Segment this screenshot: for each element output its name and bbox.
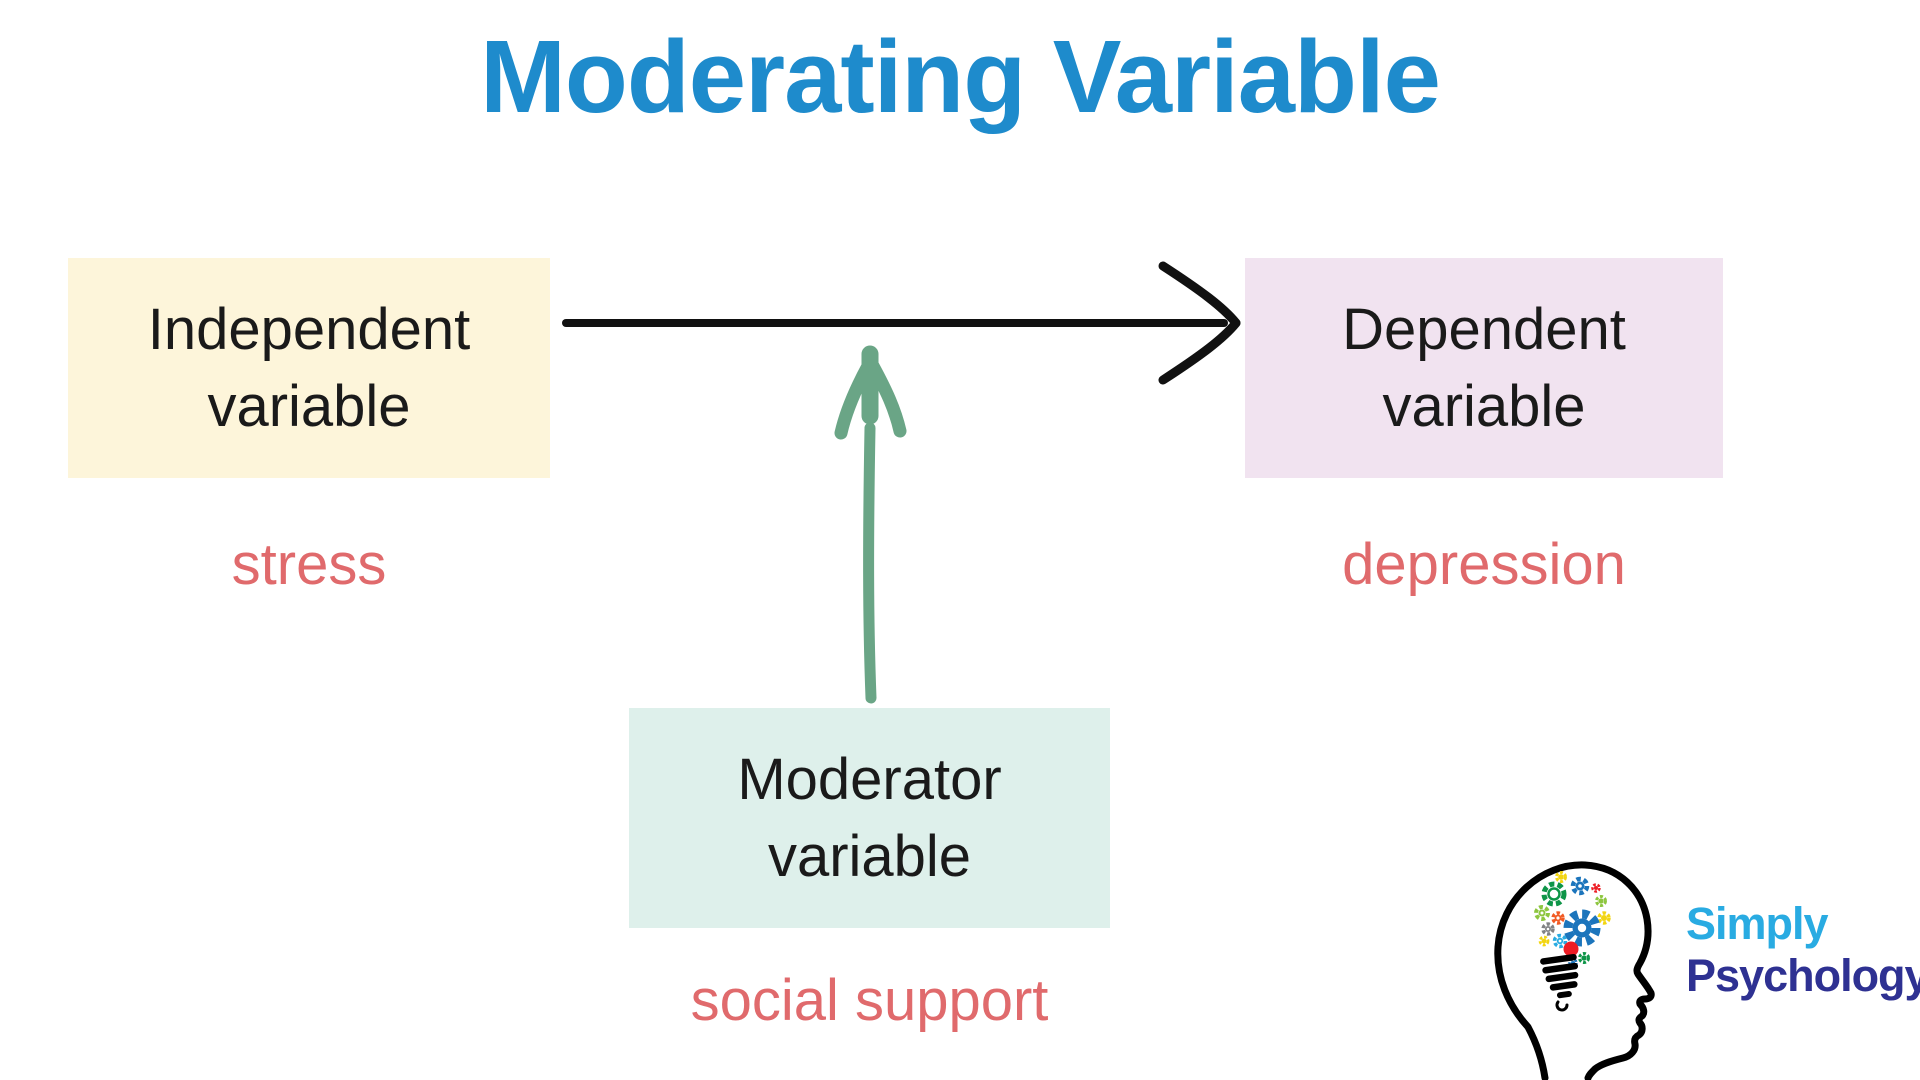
head-gears-icon <box>1494 861 1655 1080</box>
gear-icon-gray <box>1541 922 1555 936</box>
gear-icon-red-tiny <box>1591 883 1601 893</box>
independent-variable-label: Independent variable <box>147 296 471 439</box>
gear-icon-green-small <box>1595 895 1607 907</box>
gear-icon-lightgreen-left <box>1534 905 1550 921</box>
gear-icon-yellow-right <box>1597 911 1611 925</box>
causal-arrow-icon <box>562 261 1241 385</box>
head-outline <box>1494 861 1655 1080</box>
simply-psychology-logo: Simply Psychology <box>1490 856 1920 1080</box>
dependent-example-label: depression <box>1342 532 1626 597</box>
gear-icon-orange-ring <box>1551 911 1565 925</box>
gear-icon-green-ring <box>1541 881 1567 907</box>
gear-icon-yellow-topleft <box>1555 871 1567 883</box>
bulb-base-hook <box>1555 1000 1569 1012</box>
logo-wordmark-line1: Simply <box>1686 898 1829 949</box>
moderator-arrow-icon <box>834 345 907 704</box>
moderator-variable-label: Moderator variable <box>737 746 1002 889</box>
gear-icon-sky <box>1552 933 1568 949</box>
moderator-variable-box: Moderator variable <box>629 708 1110 928</box>
bulb-screw-base-icon <box>1540 953 1579 999</box>
independent-example-label: stress <box>231 532 387 597</box>
gear-icon-yellow-bottomleft <box>1538 935 1550 947</box>
gear-icon-red-dot <box>1563 941 1579 957</box>
gear-icon-blue-top <box>1570 876 1590 896</box>
gear-icon-green-bottom <box>1578 952 1590 964</box>
logo-wordmark-line2: Psychology <box>1686 950 1920 1001</box>
page-title: Moderating Variable <box>480 19 1441 134</box>
moderator-example-label: social support <box>690 968 1049 1033</box>
gear-icon-big-blue <box>1563 909 1601 947</box>
gear-cluster-icon <box>1534 871 1611 968</box>
dependent-variable-label: Dependent variable <box>1342 296 1626 439</box>
logo-wordmark: Simply Psychology <box>1686 898 1920 1002</box>
dependent-variable-box: Dependent variable <box>1245 258 1723 478</box>
independent-variable-box: Independent variable <box>68 258 550 478</box>
